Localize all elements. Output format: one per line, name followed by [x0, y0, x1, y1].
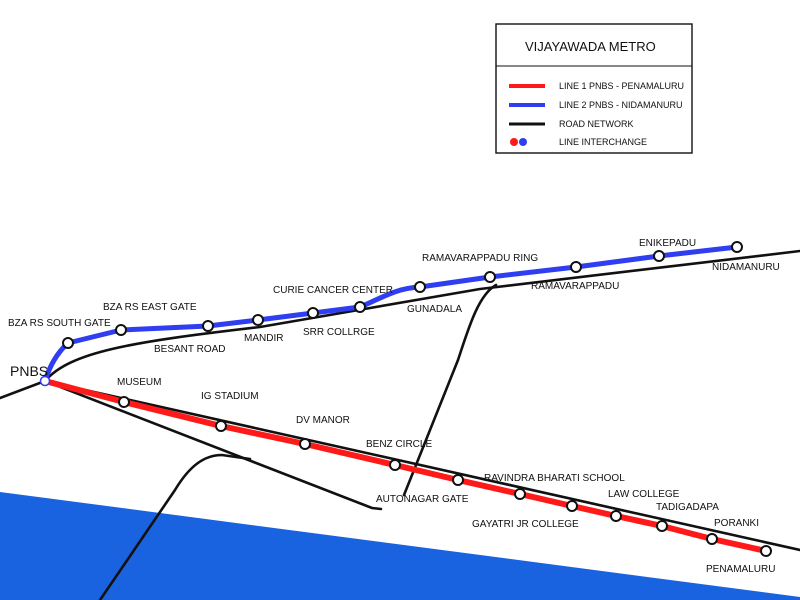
line1-station-dv-manor[interactable] — [299, 438, 311, 450]
line-2-stations — [62, 241, 743, 349]
road-ring-to-autonagar — [402, 283, 498, 497]
legend-interchange-label: LINE INTERCHANGE — [559, 137, 647, 147]
pnbs-interchange-station[interactable] — [39, 375, 51, 387]
station-label-penamaluru: PENAMALURU — [706, 564, 775, 575]
line1-station-museum[interactable] — [118, 396, 130, 408]
line-2-labels: BZA RS SOUTH GATE BZA RS EAST GATE BESAN… — [8, 238, 780, 355]
line1-station-law-college[interactable] — [610, 510, 622, 522]
line2-station-besant-road[interactable] — [202, 320, 214, 332]
line2-station-ramavarappadu-ring[interactable] — [484, 271, 496, 283]
legend: VIJAYAWADA METRO LINE 1 PNBS - PENAMALUR… — [495, 23, 693, 154]
line-2-track — [42, 244, 740, 384]
line1-station-gayatri-jr-college[interactable] — [566, 500, 578, 512]
line2-station-gunadala[interactable] — [414, 281, 426, 293]
station-label-ig-stadium: IG STADIUM — [201, 391, 259, 402]
road-nidamanuru-highway — [43, 249, 800, 383]
road-pnbs-southwest — [43, 379, 383, 511]
line1-station-penamaluru[interactable] — [760, 545, 772, 557]
station-label-ramavarappadu-ring: RAMAVARAPPADU RING — [422, 253, 538, 264]
station-label-museum: MUSEUM — [117, 377, 161, 388]
station-label-mandir: MANDIR — [244, 333, 283, 344]
station-label-bza-rs-south-gate: BZA RS SOUTH GATE — [8, 318, 111, 329]
line1-station-autonagar-gate[interactable] — [452, 474, 464, 486]
road-river-link — [98, 453, 252, 600]
line2-station-mandir[interactable] — [252, 314, 264, 326]
station-label-dv-manor: DV MANOR — [296, 415, 350, 426]
line1-station-benz-circle[interactable] — [389, 459, 401, 471]
station-label-poranki: PORANKI — [714, 518, 759, 529]
line1-station-ig-stadium[interactable] — [215, 420, 227, 432]
station-label-nidamanuru: NIDAMANURU — [712, 262, 780, 273]
line-1-stations — [118, 396, 772, 557]
line2-station-srr-collrge[interactable] — [307, 307, 319, 319]
station-label-bza-rs-east-gate: BZA RS EAST GATE — [103, 302, 197, 313]
line2-station-bza-rs-south-gate[interactable] — [62, 337, 74, 349]
station-label-ravindra-bharati-school: RAVINDRA BHARATI SCHOOL — [484, 473, 625, 484]
line2-station-curie-cancer-center[interactable] — [354, 301, 366, 313]
legend-interchange-red-dot — [510, 138, 518, 146]
station-label-law-college: LAW COLLEGE — [608, 489, 680, 500]
line-1-track — [42, 378, 769, 554]
legend-line-2-label: LINE 2 PNBS - NIDAMANURU — [559, 100, 683, 110]
legend-line-1-label: LINE 1 PNBS - PENAMALURU — [559, 81, 684, 91]
legend-title: VIJAYAWADA METRO — [525, 39, 656, 54]
line-1-labels: MUSEUM IG STADIUM DV MANOR BENZ CIRCLE A… — [117, 377, 775, 575]
line2-station-nidamanuru[interactable] — [731, 241, 743, 253]
station-label-gayatri-jr-college: GAYATRI JR COLLEGE — [472, 519, 579, 530]
station-label-gunadala: GUNADALA — [407, 304, 462, 315]
station-label-ramavarappadu: RAMAVARAPPADU — [531, 281, 619, 292]
station-label-benz-circle: BENZ CIRCLE — [366, 439, 432, 450]
station-label-tadigadapa: TADIGADAPA — [656, 502, 719, 513]
station-label-srr-collrge: SRR COLLRGE — [303, 327, 375, 338]
line2-station-enikepadu[interactable] — [653, 250, 665, 262]
station-label-enikepadu: ENIKEPADU — [639, 238, 696, 249]
legend-interchange-blue-dot — [519, 138, 527, 146]
station-label-besant-road: BESANT ROAD — [154, 344, 226, 355]
line1-station-ravindra-bharati-school[interactable] — [514, 488, 526, 500]
station-label-pnbs: PNBS — [10, 363, 48, 379]
line2-station-bza-rs-east-gate[interactable] — [115, 324, 127, 336]
legend-road-label: ROAD NETWORK — [559, 119, 634, 129]
station-label-curie-cancer-center: CURIE CANCER CENTER — [273, 285, 393, 296]
line2-station-ramavarappadu[interactable] — [570, 261, 582, 273]
legend-box — [495, 23, 693, 154]
river-water — [0, 492, 800, 600]
line1-station-tadigadapa[interactable] — [656, 520, 668, 532]
line1-station-poranki[interactable] — [706, 533, 718, 545]
station-label-autonagar-gate: AUTONAGAR GATE — [376, 494, 469, 505]
